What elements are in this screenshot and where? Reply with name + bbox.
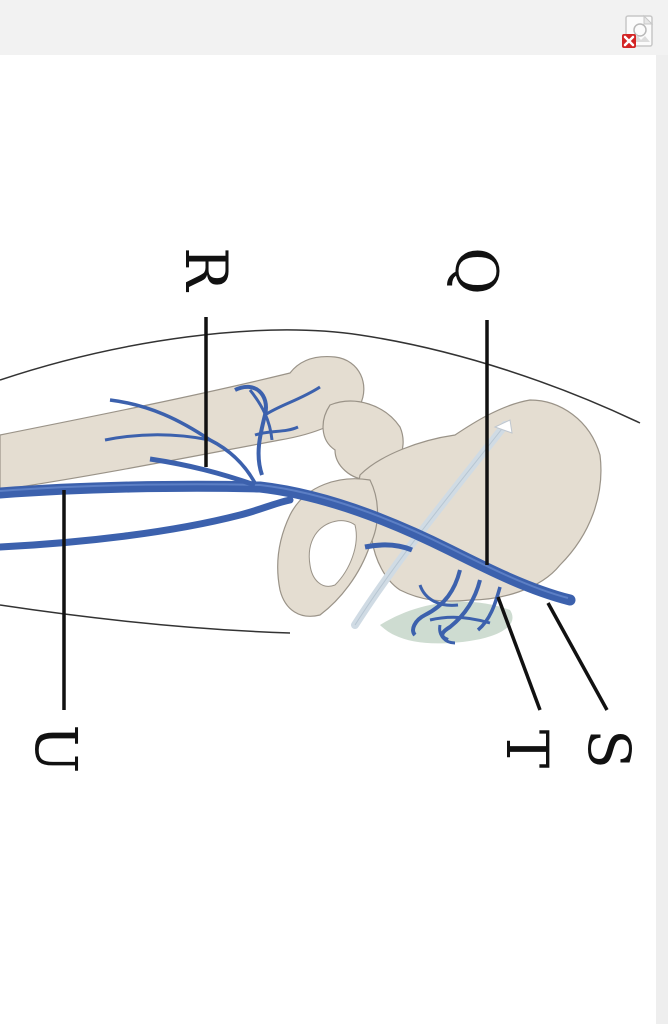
label-u: U: [22, 724, 90, 774]
scrollbar-track[interactable]: [656, 55, 668, 1024]
deep-femoral-vein: [149, 456, 256, 488]
label-t: T: [493, 729, 561, 769]
obturator-vein: [364, 542, 413, 553]
vein-diagram: [0, 317, 641, 711]
obturator-foramen: [308, 520, 357, 587]
body-outline-upper: [0, 329, 641, 424]
pelvis-bone: [357, 399, 602, 602]
broken-image-icon[interactable]: [620, 14, 656, 50]
label-r: R: [172, 247, 240, 291]
great-saphenous-vein: [0, 496, 294, 551]
leader-line-s: [546, 602, 609, 711]
label-q: Q: [442, 247, 510, 295]
body-outline-lower: [0, 604, 291, 634]
leader-line-t: [496, 596, 542, 711]
top-bar: [0, 0, 668, 55]
pelvic-plexus: [411, 569, 462, 637]
label-s: S: [575, 729, 643, 769]
ligament-attachment: [493, 419, 513, 434]
diagram-canvas: Q R S T U: [0, 55, 656, 1024]
femoral-vein: [0, 480, 576, 606]
